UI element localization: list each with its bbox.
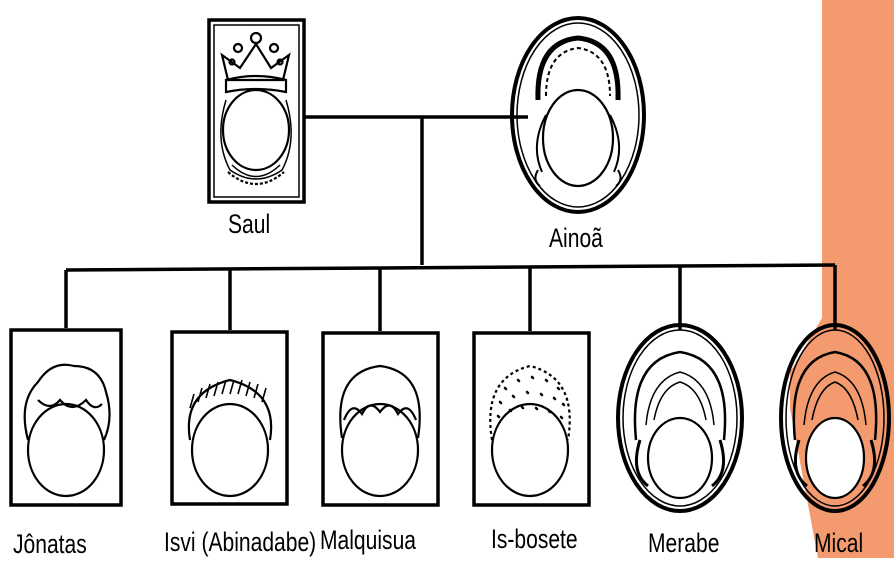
girl-long-hair-face-icon xyxy=(618,325,742,511)
crowned-king-face-icon xyxy=(209,20,304,202)
parent-name-saul: Saul xyxy=(228,211,270,238)
connector-lines xyxy=(66,117,835,331)
boy-dotted-hair-face-icon xyxy=(474,333,589,505)
child-name-mical: Mical xyxy=(814,530,863,557)
parent-name-ainoa: Ainoã xyxy=(549,225,603,252)
child-name-jonatas: Jônatas xyxy=(13,531,87,558)
child-name-is-bosete: Is-bosete xyxy=(491,526,578,553)
child-name-isvi: Isvi (Abinadabe) xyxy=(164,529,316,556)
boy-wavy-hair-face-icon xyxy=(11,330,121,505)
boy-curly-bangs-face-icon xyxy=(323,333,438,505)
woman-with-tiara-face-icon xyxy=(512,18,644,212)
child-name-merabe: Merabe xyxy=(648,530,719,557)
boy-spiky-hair-face-icon xyxy=(172,332,287,504)
child-name-malquisua: Malquisua xyxy=(320,527,416,554)
